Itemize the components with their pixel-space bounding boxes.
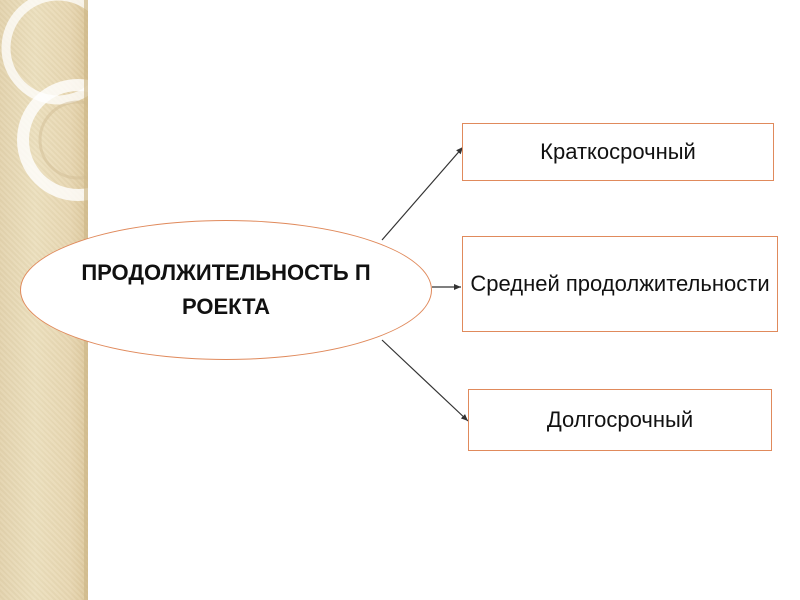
branch-medium-term: Средней продолжительности [462, 236, 778, 332]
branch-short-term-label: Краткосрочный [540, 135, 696, 169]
branch-short-term: Краткосрочный [462, 123, 774, 181]
branch-long-term-label: Долгосрочный [547, 403, 693, 437]
connector-arrow-long-term [382, 340, 468, 421]
branch-medium-term-label: Средней продолжительности [470, 267, 770, 301]
connector-arrow-short-term [382, 147, 463, 240]
branch-long-term: Долгосрочный [468, 389, 772, 451]
center-node-label: ПРОДОЛЖИТЕЛЬНОСТЬ ПРОЕКТА [76, 256, 376, 324]
center-node: ПРОДОЛЖИТЕЛЬНОСТЬ ПРОЕКТА [20, 220, 432, 360]
